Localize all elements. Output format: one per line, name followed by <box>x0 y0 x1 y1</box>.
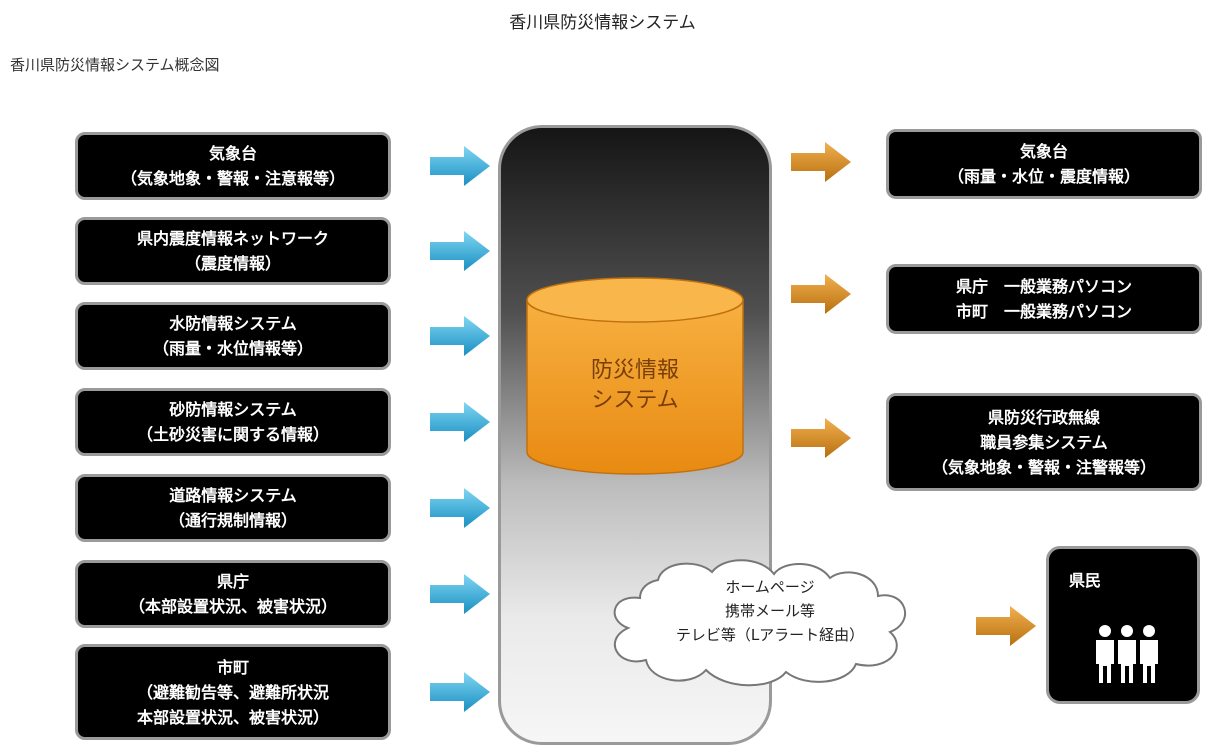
citizens-box: 県民 <box>1046 546 1200 704</box>
input-label: 県内震度情報ネットワーク <box>136 229 329 248</box>
database-cylinder-icon <box>526 277 744 475</box>
input-box-road-system: 道路情報システム （通行規制情報） <box>75 474 391 542</box>
output-label: 県防災行政無線 <box>987 407 1100 427</box>
input-detail: （雨量・水位情報等） <box>152 339 313 358</box>
output-label: 気象台 <box>1019 142 1068 161</box>
input-arrow <box>430 672 490 712</box>
central-system-label-line: 防災情報 <box>590 358 679 383</box>
input-box-erosion-system: 砂防情報システム （土砂災害に関する情報） <box>75 388 391 456</box>
output-box-weather-agency: 気象台 （雨量・水位・震度情報） <box>886 129 1202 199</box>
input-label: 水防情報システム <box>169 314 297 333</box>
output-arrow <box>791 418 851 458</box>
input-detail: （本部設置状況、被害状況） <box>128 597 337 616</box>
input-box-flood-system: 水防情報システム （雨量・水位情報等） <box>75 302 391 370</box>
input-box-prefecture: 県庁 （本部設置状況、被害状況） <box>75 560 391 628</box>
input-box-seismic-network: 県内震度情報ネットワーク （震度情報） <box>75 217 391 285</box>
output-arrow <box>976 606 1036 646</box>
input-label: 砂防情報システム <box>169 400 297 419</box>
input-arrow <box>430 574 490 614</box>
output-box-radio-system: 県防災行政無線 職員参集システム （気象地象・警報・注警報等） <box>886 393 1202 491</box>
citizens-label: 県民 <box>1069 571 1102 590</box>
input-box-weather-agency: 気象台 （気象地象・警報・注意報等） <box>75 132 391 200</box>
input-label: 道路情報システム <box>169 486 297 505</box>
input-arrow <box>430 231 490 271</box>
central-system-label-line: システム <box>591 388 679 413</box>
input-detail: （通行規制情報） <box>168 511 297 530</box>
people-icon <box>1096 625 1158 683</box>
central-system-label: 防災情報 システム <box>532 356 738 416</box>
distribution-channels-label: ホームページ 携帯メール等 テレビ等（Lアラート経由） <box>634 575 906 647</box>
input-label: 気象台 <box>208 144 257 163</box>
input-label: 県庁 <box>216 572 249 591</box>
diagram-caption: 香川県防災情報システム概念図 <box>10 56 220 74</box>
output-detail: （気象地象・警報・注警報等） <box>931 457 1156 477</box>
input-detail: （震度情報） <box>184 254 281 273</box>
output-box-office-pcs: 県庁 一般業務パソコン 市町 一般業務パソコン <box>886 264 1202 334</box>
input-arrow <box>430 488 490 528</box>
input-label: 市町 <box>216 657 249 677</box>
output-label: 市町 一般業務パソコン <box>955 302 1132 321</box>
output-label: 職員参集システム <box>980 432 1108 452</box>
input-box-municipalities: 市町 （避難勧告等、避難所状況 本部設置状況、被害状況） <box>75 644 391 740</box>
output-label: 県庁 一般業務パソコン <box>955 277 1132 296</box>
input-detail: （気象地象・警報・注意報等） <box>120 169 345 188</box>
input-arrow <box>430 402 490 442</box>
channel-mobile-mail: 携帯メール等 <box>724 602 815 620</box>
page-title: 香川県防災情報システム <box>509 13 696 33</box>
channel-homepage: ホームページ <box>725 578 815 596</box>
output-arrow <box>791 142 851 182</box>
input-detail: （避難勧告等、避難所状況 <box>136 682 329 702</box>
cloud-icon <box>613 559 907 687</box>
input-arrow <box>430 316 490 356</box>
input-detail: 本部設置状況、被害状況） <box>136 707 329 727</box>
output-arrow <box>791 274 851 314</box>
input-detail: （土砂災害に関する情報） <box>136 425 329 444</box>
output-detail: （雨量・水位・震度情報） <box>947 167 1140 186</box>
channel-tv: テレビ等（Lアラート経由） <box>675 626 865 644</box>
input-arrow <box>430 146 490 186</box>
